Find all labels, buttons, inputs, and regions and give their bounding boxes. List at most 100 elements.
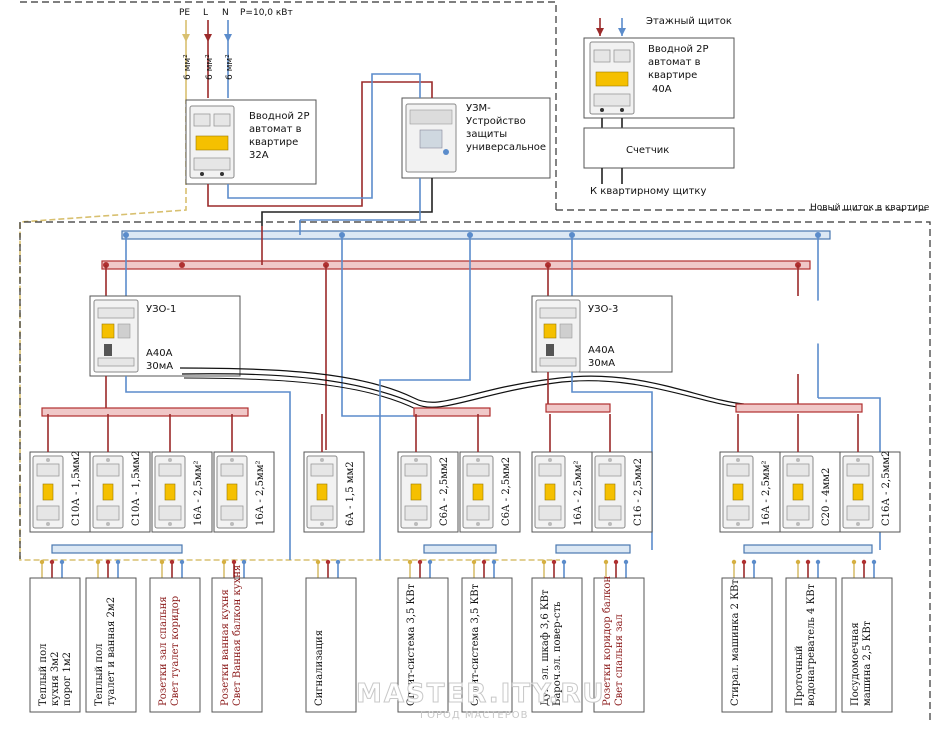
breaker-device[interactable] <box>722 455 754 529</box>
load-box <box>305 577 357 713</box>
breaker-label: 16А - 2,5мм² <box>255 460 266 526</box>
supply-power-label: P=10,0 кВт <box>240 8 293 18</box>
sub-bus-3 <box>545 403 611 413</box>
main-breaker-device <box>189 105 235 179</box>
floor-breaker-line1: Вводной 2Р <box>648 44 709 55</box>
watermark-text: MASTER.ITY.RU <box>356 679 606 709</box>
meter-label: Счетчик <box>626 145 669 156</box>
uzm-line3: защиты <box>466 129 507 140</box>
breaker-11: С20 - 4мм2 <box>779 414 841 533</box>
breaker-device[interactable] <box>782 455 814 529</box>
breaker-5: 6А - 1,5 мм2 <box>303 414 365 533</box>
pe-arrow-icon <box>182 34 190 42</box>
supply-l-label: L <box>203 8 208 18</box>
breaker-device[interactable] <box>154 455 186 529</box>
main-breaker-block: Вводной 2Р автомат в квартире 32А <box>185 99 317 185</box>
meter-box <box>583 127 735 169</box>
load-label: водонагреватель 4 КВт <box>806 583 817 706</box>
load-box <box>85 577 137 713</box>
rcd-3: УЗО-3 А40А 30мА <box>531 295 673 373</box>
breaker-device[interactable] <box>400 455 432 529</box>
rcd-1-rating: А40А <box>146 348 173 359</box>
load-label: Теплый пол <box>38 644 49 706</box>
load-box <box>721 577 773 713</box>
supply-pe-label: PE <box>179 8 190 18</box>
breaker-device[interactable] <box>92 455 124 529</box>
breaker-device[interactable] <box>306 455 338 529</box>
breaker-7: С6А - 2,5мм2 <box>459 414 521 533</box>
load-label: Свет Ванная балкон кухня <box>232 565 243 706</box>
breaker-label: 16А - 2,5мм² <box>761 460 772 526</box>
load-label: Сигнализация <box>314 630 325 706</box>
load-box <box>841 577 893 713</box>
load-label: порог 1м2 <box>62 652 73 706</box>
breaker-label: С20 - 4мм2 <box>821 468 832 526</box>
main-breaker-line2: автомат в <box>249 124 302 135</box>
breaker-12: С16А - 2,5мм2 <box>839 414 901 533</box>
uzm-line2: Устройство <box>466 116 526 127</box>
load-label: Сплит-система 3,5 КВт <box>406 583 417 706</box>
breaker-label: С10А - 1,5мм2 <box>131 450 142 526</box>
breaker-device[interactable] <box>216 455 248 529</box>
rcd-3-name: УЗО-3 <box>588 304 618 315</box>
load-label: Стирал. машинка 2 КВт <box>730 579 741 706</box>
uzm-line1: УЗМ- <box>466 103 491 114</box>
rcd-3-rating: А40А <box>588 345 615 356</box>
sub-bus-4 <box>735 403 863 413</box>
breaker-label: 16А - 2,5мм² <box>573 460 584 526</box>
rcd-1-name: УЗО-1 <box>146 304 176 315</box>
load-label: Посудомоечная <box>850 622 861 706</box>
load-label: машина 2,5 КВт <box>862 620 873 706</box>
load-label: Розетки ванная кухня <box>220 589 231 706</box>
lower-neutral-bus-4 <box>743 544 873 554</box>
breaker-label: С6А - 2,5мм2 <box>501 457 512 526</box>
load-box <box>397 577 449 713</box>
main-breaker-line4: 32А <box>249 150 269 161</box>
wire-pe-size: 6 мм² <box>183 54 193 80</box>
n-arrow-icon <box>224 34 232 42</box>
load-label: Розетки коридор балкон <box>602 576 613 706</box>
load-label: Свет туалет коридор <box>170 596 181 706</box>
floor-breaker-line2: автомат в <box>648 57 701 68</box>
load-box <box>785 577 837 713</box>
top-divider <box>20 1 930 211</box>
breaker-4: 16А - 2,5мм² <box>213 414 275 533</box>
breaker-6: С6А - 2,5мм2 <box>397 414 459 533</box>
main-breaker-line1: Вводной 2Р <box>249 111 310 122</box>
load-label: Вароч.эл. повер-сть <box>552 601 563 706</box>
breaker-device[interactable] <box>534 455 566 529</box>
rcd-1-device <box>93 299 139 373</box>
wire-l-size: 6 мм² <box>205 54 215 80</box>
floor-breaker-line3: квартире <box>648 70 697 81</box>
to-apartment-label: К квартирному щитку <box>590 186 706 197</box>
breaker-label: 6А - 1,5 мм2 <box>345 461 356 526</box>
load-label: кухня 3м2 <box>50 652 61 706</box>
floor-breaker-device <box>589 41 635 115</box>
load-label: Проточный <box>794 645 805 706</box>
phase-bus <box>101 260 811 270</box>
breaker-8: 16А - 2,5мм² <box>531 414 593 533</box>
breaker-label: С6А - 2,5мм2 <box>439 457 450 526</box>
floor-breaker-line4: 40А <box>652 84 672 95</box>
lower-neutral-bus-2 <box>423 544 497 554</box>
load-label: Розетки зал спальня <box>158 596 169 706</box>
load-box <box>593 577 645 713</box>
new-panel-border <box>24 221 931 722</box>
sub-bus-2 <box>413 407 491 417</box>
supply-n-label: N <box>222 8 229 18</box>
load-box <box>461 577 513 713</box>
breaker-device[interactable] <box>462 455 494 529</box>
breaker-label: С16А - 2,5мм2 <box>881 450 892 526</box>
load-10: Стирал. машинка 2 КВт <box>721 559 773 713</box>
uzm-block: УЗМ- Устройство защиты универсальное <box>401 97 551 179</box>
breaker-device[interactable] <box>842 455 874 529</box>
breaker-device[interactable] <box>32 455 64 529</box>
neutral-bus <box>121 230 831 240</box>
load-label: Сплит-система 3,5 КВт <box>470 583 481 706</box>
breaker-device[interactable] <box>594 455 626 529</box>
